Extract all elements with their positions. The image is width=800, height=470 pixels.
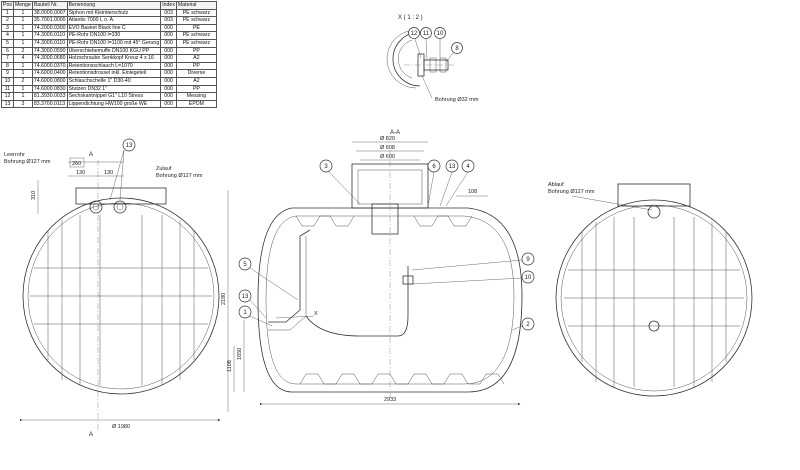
- svg-text:10: 10: [525, 275, 532, 281]
- left-dim-310: 310: [31, 191, 37, 200]
- right-ribs: [564, 217, 744, 387]
- section-balloon-2: 2: [511, 317, 535, 331]
- left-zulauf-label-2: Bohrung Ø127 mm: [156, 173, 203, 179]
- bom-header-row: Pos Menge Bauteil Nr. Benennung Index Ma…: [1, 1, 217, 10]
- left-view: Leerrohr Bohrung Ø127 mm Zulauf Bohrung …: [4, 138, 229, 438]
- section-balloon-3: 3: [319, 159, 361, 205]
- bom-cell-pos: 13: [1, 99, 14, 109]
- left-zulauf-label-1: Zulauf: [156, 166, 172, 172]
- left-dim-260: 260: [72, 161, 81, 167]
- section-dim-600: Ø 600: [380, 154, 395, 160]
- right-view: Ablauf Bohrung Ø127 mm: [548, 182, 753, 397]
- section-inlet-pipe: [268, 229, 311, 323]
- section-balloon-4: 4: [445, 159, 475, 207]
- section-balloon-5: 5: [238, 257, 299, 301]
- section-tank-outline: [257, 207, 523, 393]
- section-retention-hose: [305, 266, 409, 337]
- svg-text:3: 3: [324, 164, 328, 170]
- svg-text:13: 13: [242, 294, 249, 300]
- left-dim-1980: Ø 1980: [112, 424, 130, 430]
- section-dim-2933: 2933: [384, 397, 396, 403]
- left-dome: [75, 187, 167, 205]
- svg-text:4: 4: [466, 164, 470, 170]
- section-dim-108: 108: [468, 189, 477, 195]
- section-throttle: [402, 275, 414, 285]
- svg-text:12: 12: [411, 31, 418, 37]
- left-balloon-13: 13: [109, 138, 136, 201]
- svg-text:10: 10: [437, 31, 444, 37]
- left-section-mark-bottom: A: [89, 432, 93, 438]
- detail-bore-label: Bohrung Ø32 mm: [435, 97, 479, 103]
- left-tank-outline: [22, 197, 220, 395]
- svg-text:13: 13: [126, 143, 133, 149]
- detail-wall: [392, 31, 421, 87]
- right-ablauf-label-2: Bohrung Ø127 mm: [548, 189, 595, 195]
- section-balloon-10: 10: [411, 270, 535, 285]
- left-section-mark-top: A: [89, 152, 93, 158]
- section-balloon-13-top: 13: [439, 159, 459, 207]
- section-dim-608: Ø 608: [380, 145, 395, 151]
- detail-title: X ( 1 : 2 ): [398, 15, 423, 21]
- section-balloon-6: 6: [427, 159, 441, 207]
- svg-text:5: 5: [243, 262, 247, 268]
- detail-x: X ( 1 : 2 ) Bohrung Ø32 mm 12 11 10: [386, 15, 479, 103]
- left-inlet-hole: [89, 200, 103, 214]
- right-tank-outline: [555, 199, 753, 397]
- right-logo-mark: [648, 320, 660, 332]
- section-dim-1650: 1650: [237, 348, 243, 360]
- bom-cell-benennung: Lippendichtung HW100 große WE: [66, 99, 162, 109]
- svg-text:9: 9: [526, 257, 530, 263]
- svg-text:2: 2: [526, 322, 530, 328]
- bill-of-materials-table: Pos Menge Bauteil Nr. Benennung Index Ma…: [1, 1, 217, 109]
- detail-balloon-11: 11: [420, 27, 432, 61]
- section-dim-1108: 1108: [227, 360, 233, 372]
- left-inlet-label-1: Leerrohr: [4, 152, 25, 158]
- bom-cell-menge: 3: [12, 99, 33, 109]
- svg-text:11: 11: [423, 31, 430, 37]
- right-ablauf-label-1: Ablauf: [548, 182, 564, 188]
- section-balloon-1: 1: [238, 305, 273, 327]
- right-dome: [617, 183, 691, 207]
- detail-balloon-10: 10: [434, 27, 446, 58]
- detail-balloon-12: 12: [408, 27, 422, 59]
- section-dim-820: Ø 820: [380, 136, 395, 142]
- section-balloon-9: 9: [411, 252, 535, 271]
- section-view: A-A Ø 820 Ø 608 Ø 600 108 X 1650 1108: [227, 130, 535, 406]
- right-outlet-hole: [647, 205, 661, 219]
- left-dim-130b: 130: [104, 170, 113, 176]
- detail-balloon-8: 8: [445, 42, 463, 63]
- left-zulauf-hole: [113, 200, 127, 214]
- left-dim-130a: 130: [76, 170, 85, 176]
- section-filter-basket: [371, 203, 399, 235]
- section-cut-x: X: [314, 311, 318, 317]
- section-balloon-13-left: 13: [238, 289, 267, 319]
- svg-text:1: 1: [243, 310, 247, 316]
- left-inlet-label-2: Bohrung Ø127 mm: [4, 159, 51, 165]
- bom-cell-material: EPDM: [175, 99, 217, 109]
- left-ribs: [30, 215, 212, 385]
- svg-text:6: 6: [432, 164, 436, 170]
- svg-text:13: 13: [449, 164, 456, 170]
- left-dim-2180: 2180: [221, 293, 227, 305]
- svg-text:8: 8: [455, 46, 459, 52]
- section-title: A-A: [390, 130, 400, 136]
